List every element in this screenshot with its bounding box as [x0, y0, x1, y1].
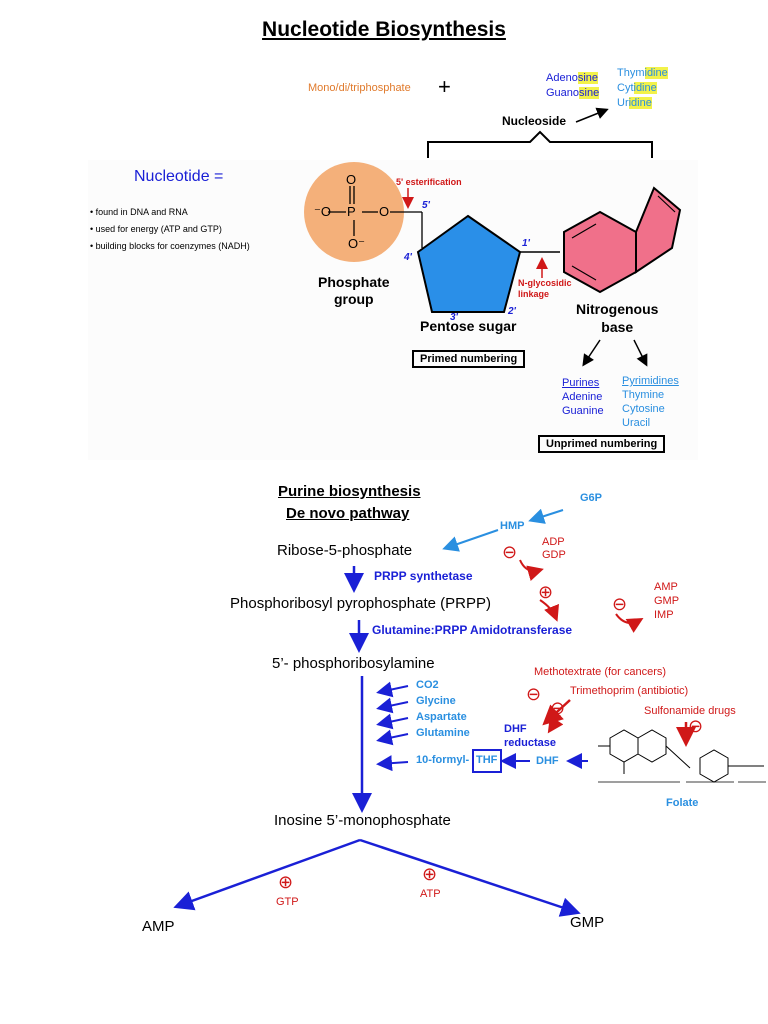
mono-di-triphosphate: Mono/di/triphosphate [308, 82, 411, 94]
input-co2: CO2 [416, 679, 439, 691]
atom-p: P [347, 204, 356, 219]
purine-nucleoside-2: Guanosine [546, 87, 600, 99]
gmp-product: GMP [570, 914, 605, 931]
plus-circle-icon: ⊕ [538, 582, 554, 602]
gmp-inhibitor: GMP [654, 595, 680, 607]
nucleotide-heading: Nucleotide = [134, 168, 224, 185]
imp-inhibitor: IMP [654, 609, 674, 621]
pyrimidine-nucleoside-3: Uridine [617, 97, 652, 109]
pentose-pentagon [416, 214, 522, 313]
pyrimidine-nucleoside-2: Cytidine [617, 82, 657, 94]
atp-label: ATP [420, 888, 441, 900]
prime-1: 1' [522, 238, 530, 249]
input-glycine: Glycine [416, 695, 456, 707]
amidotransferase-label: Glutamine:PRPP Amidotransferase [372, 623, 573, 637]
nitrogenous-base-label: Nitrogenous base [576, 301, 659, 335]
adp-label: ADP [542, 536, 565, 548]
input-aspartate: Aspartate [416, 711, 467, 723]
amp-product: AMP [142, 918, 175, 935]
purines-list: Purines Adenine Guanine [562, 376, 604, 418]
trimethoprim-label: Trimethoprim (antibiotic) [570, 685, 689, 697]
phosphoribosylamine-label: 5’- phosphoribosylamine [272, 655, 435, 672]
prpp-label: Phosphoribosyl pyrophosphate (PRPP) [230, 595, 491, 612]
folate-structure [598, 729, 764, 783]
nucleotide-bullet-list: • found in DNA and RNA • used for energy… [90, 204, 250, 255]
ribose-5-phosphate: Ribose-5-phosphate [277, 542, 413, 559]
minus-circle-icon: ⊖ [688, 716, 704, 736]
bullet-item: • used for energy (ATP and GTP) [90, 224, 222, 234]
thf-box [472, 749, 502, 773]
input-glutamine: Glutamine [416, 727, 470, 739]
phosphate-group-label: Phosphate group [318, 274, 390, 307]
g6p-label: G6P [580, 492, 603, 504]
folate-label: Folate [666, 797, 699, 809]
amp-inhibitor: AMP [654, 581, 678, 593]
purines-heading: Purines [562, 377, 600, 389]
atom-o-left: ⁻O [314, 204, 331, 219]
prime-4: 4' [404, 252, 412, 263]
plus-circle-icon: ⊕ [422, 864, 438, 884]
base-pentagon [635, 186, 682, 274]
base-hexagon [563, 210, 637, 294]
glycosidic-label: N-glycosidic linkage [518, 278, 572, 299]
imp-full-label: Inosine 5’-monophosphate [274, 812, 451, 829]
hmp-label: HMP [500, 520, 525, 532]
amp-gmp-imp-list: AMP GMP IMP [654, 580, 679, 622]
prime-2: 2' [508, 306, 516, 317]
atom-o-right: O [379, 204, 390, 219]
plus-sign: + [438, 74, 451, 99]
pyrimidine-item: Uracil [622, 417, 651, 429]
pyrimidines-list: Pyrimidines Thymine Cytosine Uracil [622, 374, 679, 430]
minus-circle-icon: ⊖ [550, 698, 566, 718]
minus-circle-icon: ⊖ [612, 594, 628, 614]
gdp-label: GDP [542, 549, 566, 561]
dhf-label: DHF [536, 755, 559, 767]
gtp-label: GTP [276, 896, 299, 908]
unprimed-numbering-box: Unprimed numbering [538, 435, 666, 453]
nucleoside-arrow [575, 107, 609, 123]
pathway-heading-2: De novo pathway [286, 505, 410, 522]
page-title: Nucleotide Biosynthesis [262, 18, 506, 41]
formyl-label: 10-formyl- [416, 754, 470, 766]
pyrimidine-item: Cytosine [622, 403, 665, 415]
minus-circle-icon: ⊖ [502, 542, 518, 562]
pyrimidine-nucleoside-1: Thymidine [617, 67, 668, 79]
bullet-item: • building blocks for coenzymes (NADH) [90, 241, 250, 251]
pathway-inputs: CO2 Glycine Aspartate Glutamine [416, 677, 470, 741]
dhf-reductase-label: DHF reductase [504, 723, 556, 749]
purine-item: Guanine [562, 405, 604, 417]
purine-nucleoside-1: Adenosine [546, 72, 598, 84]
bullet-item: • found in DNA and RNA [90, 207, 188, 217]
phosphate-circle [304, 162, 404, 262]
prime-3: 3' [450, 312, 458, 323]
nucleoside-label: Nucleoside [502, 114, 567, 128]
nucleoside-bracket [427, 130, 653, 158]
sulfonamide-label: Sulfonamide drugs [644, 705, 736, 717]
minus-circle-icon: ⊖ [526, 684, 542, 704]
pathway-heading-1: Purine biosynthesis [278, 483, 421, 500]
atom-o-bottom: O⁻ [348, 236, 365, 251]
pyrimidines-heading: Pyrimidines [622, 375, 679, 387]
primed-numbering-box: Primed numbering [412, 350, 526, 368]
adp-gdp-list: ADP GDP [542, 536, 566, 562]
atom-o-top: O [346, 172, 357, 187]
pentose-label: Pentose sugar [420, 318, 517, 334]
esterification-label: 5' esterification [396, 177, 462, 187]
prime-5: 5' [422, 200, 430, 211]
methotrexate-label: Methotextrate (for cancers) [534, 666, 667, 678]
plus-circle-icon: ⊕ [278, 872, 294, 892]
pyrimidine-item: Thymine [622, 389, 665, 401]
purine-item: Adenine [562, 391, 603, 403]
prpp-synthetase-label: PRPP synthetase [374, 569, 473, 583]
thf-label: THF [476, 754, 498, 766]
